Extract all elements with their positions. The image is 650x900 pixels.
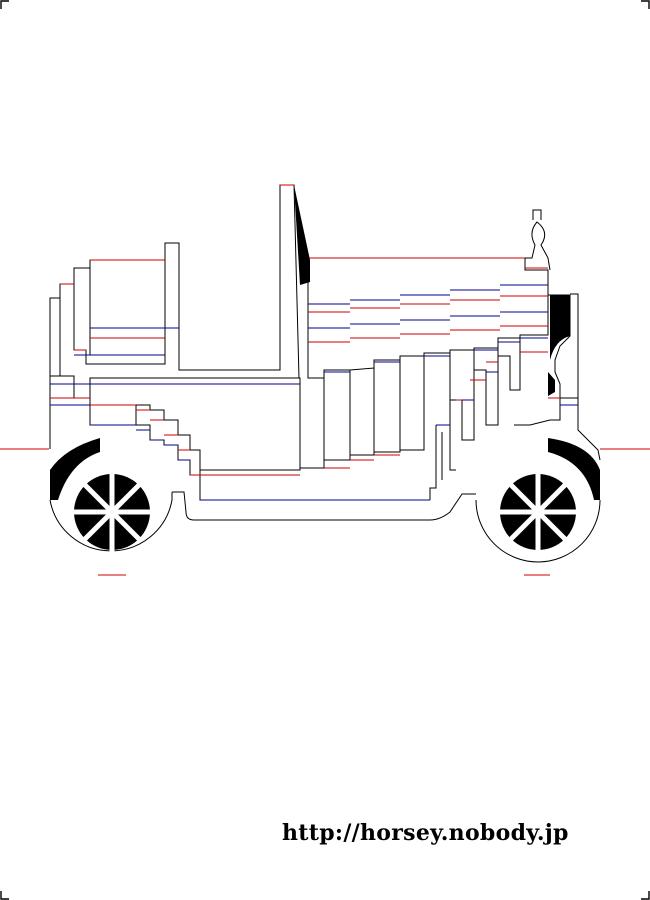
front-fender bbox=[548, 438, 600, 500]
spoked-wheel-icon bbox=[72, 472, 152, 552]
spoked-wheel-icon bbox=[498, 472, 578, 552]
site-url-footer: http://horsey.nobody.jp bbox=[282, 820, 569, 846]
rear-fender bbox=[50, 438, 100, 500]
solid-parts bbox=[50, 185, 600, 500]
radiator-lower bbox=[548, 372, 555, 396]
center-fold-line bbox=[0, 448, 650, 576]
rear-wheel bbox=[49, 472, 173, 552]
crop-mark-bottom-right-icon bbox=[641, 891, 650, 900]
crop-mark-top-left-icon bbox=[0, 0, 9, 9]
front-wheel-arc bbox=[475, 499, 601, 563]
car-body-cut-lines bbox=[49, 184, 601, 521]
crop-mark-top-right-icon bbox=[641, 0, 650, 9]
valley-fold-lines bbox=[50, 284, 578, 501]
windshield-frame bbox=[294, 185, 310, 285]
front-wheel bbox=[475, 472, 601, 563]
crop-mark-bottom-left-icon bbox=[0, 891, 9, 900]
radiator-grille bbox=[550, 295, 570, 360]
mountain-fold-lines bbox=[50, 184, 560, 476]
